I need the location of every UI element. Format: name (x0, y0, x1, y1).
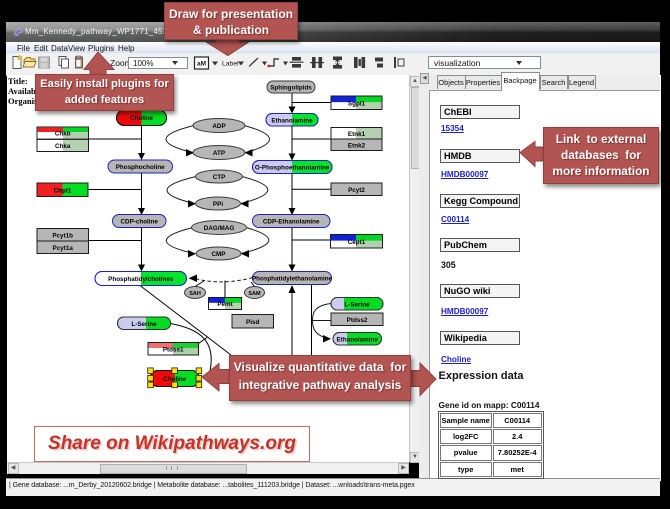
svg-text:O-Phosphoethanolamine: O-Phosphoethanolamine (255, 165, 330, 172)
svg-text:L-Serine: L-Serine (131, 321, 157, 328)
svg-text:Ethanolamine: Ethanolamine (337, 336, 379, 343)
svg-text:Sgpl1: Sgpl1 (348, 100, 366, 107)
svg-text:Pcyt1a: Pcyt1a (53, 245, 74, 252)
svg-text:CTP: CTP (213, 174, 226, 181)
svg-text:Pisd: Pisd (246, 319, 259, 326)
svg-text:Choline: Choline (130, 115, 154, 122)
svg-text:Phosphatidylethanolamine: Phosphatidylethanolamine (252, 276, 333, 283)
svg-text:Sphingolipids: Sphingolipids (270, 85, 312, 92)
svg-text:CDP-Ethanolamine: CDP-Ethanolamine (263, 219, 320, 226)
svg-text:Availab: Availab (8, 86, 36, 96)
svg-text:Pcyt1b: Pcyt1b (52, 232, 73, 239)
svg-text:CDP-choline: CDP-choline (120, 219, 158, 226)
svg-text:Label: Label (222, 61, 239, 68)
svg-text:Etnk2: Etnk2 (348, 142, 366, 149)
svg-text:SAH: SAH (189, 291, 201, 297)
svg-text:Etnk1: Etnk1 (348, 131, 366, 138)
svg-text:aM: aM (197, 61, 206, 68)
svg-text:Phosphocholine: Phosphocholine (116, 164, 165, 171)
svg-text:Phosphatidylcholines: Phosphatidylcholines (108, 276, 174, 283)
svg-text:Chkb: Chkb (55, 131, 71, 138)
svg-text:Ptdss1: Ptdss1 (163, 346, 184, 353)
svg-text:Choline: Choline (163, 376, 187, 383)
svg-text:DAG/MAG: DAG/MAG (204, 225, 235, 232)
svg-text:Ethanolamine: Ethanolamine (271, 117, 313, 124)
svg-text:Ptdss2: Ptdss2 (347, 317, 368, 324)
svg-text:Pcyt2: Pcyt2 (348, 187, 365, 194)
svg-text:Chpt1: Chpt1 (54, 187, 72, 194)
svg-text:Cept1: Cept1 (348, 239, 366, 246)
svg-text:ADP: ADP (212, 123, 225, 130)
svg-text:SAM: SAM (248, 291, 261, 297)
svg-text:PPi: PPi (213, 201, 223, 208)
svg-text:Organis: Organis (8, 96, 38, 106)
svg-text:CMP: CMP (212, 251, 226, 258)
svg-text:Pemt: Pemt (217, 301, 233, 308)
svg-text:Chka: Chka (55, 143, 71, 150)
svg-text:ATP: ATP (213, 150, 225, 157)
svg-text:L-Serine: L-Serine (344, 301, 370, 308)
svg-text:Title:: Title: (8, 76, 28, 86)
